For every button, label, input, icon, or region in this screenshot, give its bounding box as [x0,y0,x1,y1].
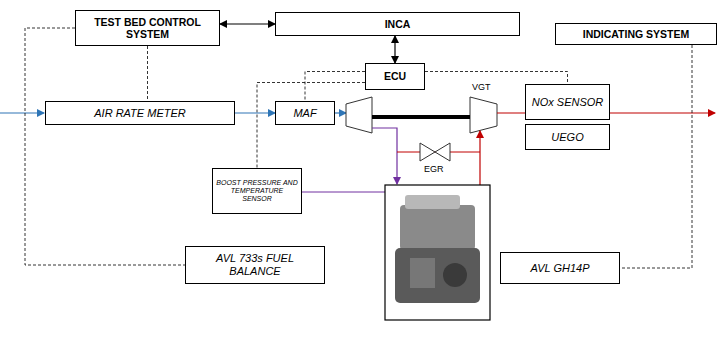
engine-block [395,248,480,303]
part-label: VGT [472,82,491,92]
signal-line [257,83,365,169]
signal-line [620,45,692,268]
engine-head [400,205,475,250]
box-text: INDICATING SYSTEM [583,28,690,40]
connector-arrow [394,36,395,63]
sensor-box: MAF [275,101,335,125]
box-text: AIR RATE METER [94,107,185,120]
software-box: INCA [275,12,520,36]
engine-frame [385,185,490,320]
sensor-wire [302,192,385,193]
sensor-box: AVL GH14P [500,252,620,284]
engine-cover [405,195,460,209]
meter-box: AIR RATE METER [45,101,235,125]
box-text: NOx SENSOR [532,96,604,109]
engine-pulley [443,263,467,287]
box-text: AVL GH14P [530,262,589,275]
box-text: AVL 733s FUEL BALANCE [189,252,321,277]
box-text: UEGO [551,131,583,144]
boost-air-line [372,128,397,184]
turbo-shaft [372,115,470,119]
sensor-box: BOOST PRESSURE AND TEMPERATURE SENSOR [212,168,302,214]
box-text: ECU [384,70,406,82]
sensor-box: UEGO [525,124,610,150]
compressor-symbol [346,97,372,133]
signal-line [25,28,185,265]
ecu-box: ECU [365,63,425,90]
signal-line [425,72,568,85]
box-text: MAF [293,107,316,120]
egr-valve [420,143,450,161]
system-box: INDICATING SYSTEM [555,23,717,45]
connector-arrow [220,23,275,24]
control-box: TEST BED CONTROL SYSTEM [75,10,220,46]
box-text: INCA [385,18,411,30]
turbine-symbol [470,97,497,133]
connector-arrow [235,112,275,113]
balance-box: AVL 733s FUEL BALANCE [185,246,325,284]
signal-line [147,46,148,101]
engine-part [410,258,435,288]
signal-line [305,72,365,102]
part-label: EGR [424,164,444,174]
box-text: BOOST PRESSURE AND TEMPERATURE SENSOR [216,179,298,203]
box-text: TEST BED CONTROL SYSTEM [79,16,216,40]
air-inlet-line [0,112,44,113]
air-line [335,112,346,113]
sensor-box: NOx SENSOR [525,84,610,120]
exhaust-line [479,131,480,185]
